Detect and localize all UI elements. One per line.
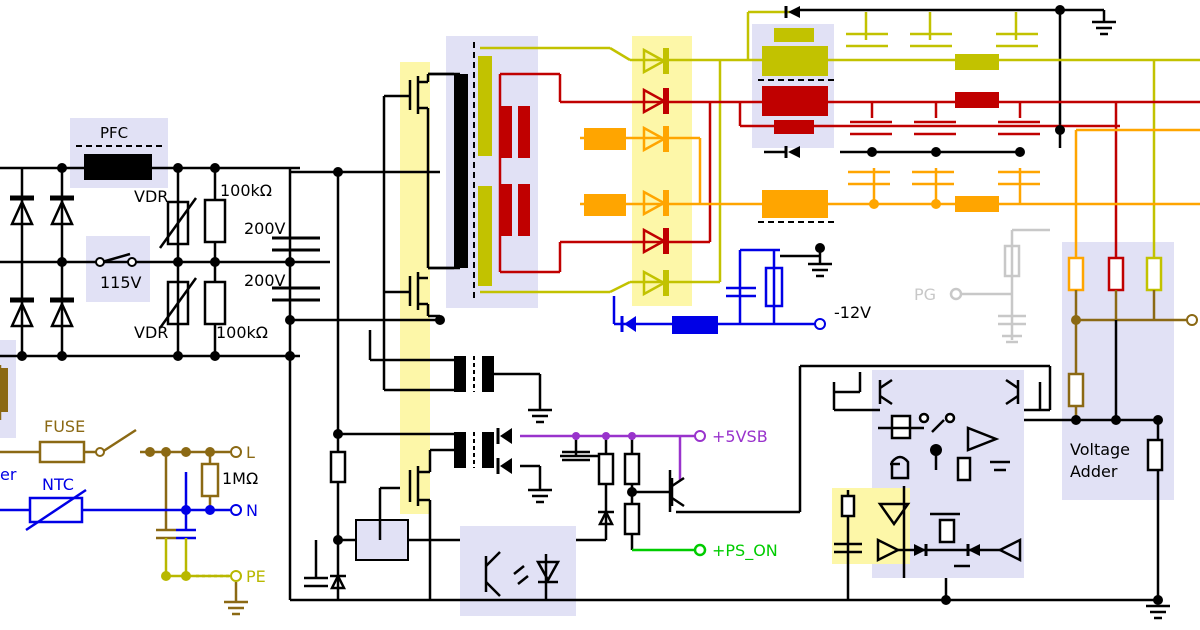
main-transformer bbox=[428, 42, 475, 300]
resistor-top-label: 100kΩ bbox=[220, 181, 272, 200]
bulk-capacitors bbox=[272, 236, 320, 302]
bridge-diode-4 bbox=[50, 297, 74, 328]
inductor-5v-out bbox=[955, 92, 999, 108]
fuse-label: FUSE bbox=[44, 417, 85, 436]
optocoupler bbox=[484, 551, 561, 597]
winding-12v-bottom bbox=[478, 186, 492, 286]
ground-2 bbox=[528, 488, 552, 504]
inductor-3v3-out bbox=[955, 196, 999, 212]
controller-diodes bbox=[914, 544, 980, 556]
vsb-diode-a bbox=[496, 428, 512, 444]
winding-5v-a bbox=[500, 106, 512, 158]
pe-terminal-label: PE bbox=[246, 567, 266, 586]
ps-on-line bbox=[632, 543, 707, 557]
rail-3v3-parts bbox=[584, 125, 1040, 218]
minus12v-label: -12V bbox=[834, 303, 871, 322]
inductor-5v-small bbox=[774, 120, 814, 134]
ground-5 bbox=[1146, 604, 1170, 620]
junction-dots bbox=[17, 5, 1163, 605]
ground-3 bbox=[808, 262, 832, 278]
rail-12v bbox=[480, 10, 1200, 294]
switch-block-bg bbox=[86, 236, 150, 302]
pg-label: PG bbox=[914, 285, 936, 304]
magamp-b bbox=[584, 194, 626, 216]
primary-switches bbox=[384, 74, 454, 512]
ground-symbols bbox=[528, 10, 1170, 620]
voltage-adder bbox=[1067, 256, 1198, 472]
voltage-adder-label-2: Adder bbox=[1070, 462, 1118, 481]
bridge-rectifier bbox=[10, 195, 74, 328]
inductor-12v-small bbox=[774, 28, 814, 42]
magamp-a bbox=[584, 128, 626, 150]
pg-delay bbox=[834, 494, 862, 554]
rail-minus12v bbox=[612, 248, 826, 334]
bridge-diode-2 bbox=[50, 195, 74, 226]
bridge-diode-3 bbox=[10, 297, 34, 328]
inductor-minus12v bbox=[672, 316, 718, 334]
background-blocks bbox=[0, 24, 1174, 616]
aux-transformer-2 bbox=[454, 432, 494, 468]
top-bus-diodes bbox=[758, 6, 834, 223]
winding-5v-c bbox=[500, 184, 512, 236]
aux-transformer-1 bbox=[454, 356, 494, 392]
inductor-12v bbox=[762, 46, 828, 76]
line-terminal-label: L bbox=[246, 443, 255, 462]
rectifier-highlight bbox=[632, 36, 692, 306]
diode-5v-b bbox=[642, 227, 669, 255]
voltage-adder-label-1: Voltage bbox=[1070, 440, 1130, 459]
bridge-diode-1 bbox=[10, 195, 34, 226]
diode-3v3-a bbox=[642, 125, 669, 153]
input-protection bbox=[101, 197, 227, 329]
winding-12v-top bbox=[478, 56, 492, 156]
winding-5v-d bbox=[518, 184, 530, 236]
ground-1 bbox=[528, 408, 552, 424]
vdr-top-label: VDR bbox=[134, 187, 168, 206]
pg-network bbox=[949, 228, 1050, 344]
pfc-inductor bbox=[76, 145, 162, 180]
diode-12v-b bbox=[642, 269, 669, 297]
switch-115v-label: 115V bbox=[100, 273, 142, 292]
pfc-label: PFC bbox=[100, 124, 128, 142]
controller-transistors bbox=[670, 378, 1020, 508]
neutral-terminal-label: N bbox=[246, 501, 258, 520]
startup-circuit bbox=[304, 450, 347, 590]
driver-block bbox=[355, 519, 409, 561]
vsb-label: +5VSB bbox=[712, 427, 768, 446]
inductor-3v3 bbox=[762, 190, 828, 218]
cap-200v-bottom-label: 200V bbox=[244, 271, 286, 290]
cap-200v-top-label: 200V bbox=[244, 219, 286, 238]
controller-node bbox=[930, 444, 942, 456]
diode-12v-a bbox=[642, 47, 669, 75]
vsb-diode-b bbox=[496, 458, 512, 474]
diode-3v3-b bbox=[642, 189, 669, 217]
winding-5v-b bbox=[518, 106, 530, 158]
ground-4 bbox=[1092, 20, 1116, 36]
diode-5v-a bbox=[642, 87, 669, 115]
ntc-label: NTC bbox=[42, 475, 74, 494]
vdr-bottom-label: VDR bbox=[134, 323, 168, 342]
switch-highlight bbox=[400, 62, 430, 514]
mains-input bbox=[0, 365, 248, 616]
inductor-12v-out bbox=[955, 54, 999, 70]
rail-5v-parts bbox=[500, 86, 1040, 255]
controller-internals bbox=[876, 412, 1022, 578]
cut-off-label: er bbox=[0, 465, 17, 484]
ps-on-label: +PS_ON bbox=[712, 541, 778, 561]
inductor-5v bbox=[762, 86, 828, 116]
rail-12v-parts bbox=[478, 28, 1038, 297]
rail-5vsb bbox=[496, 428, 706, 536]
resistor-1m-label: 1MΩ bbox=[222, 469, 258, 488]
resistor-bottom-label: 100kΩ bbox=[216, 323, 268, 342]
